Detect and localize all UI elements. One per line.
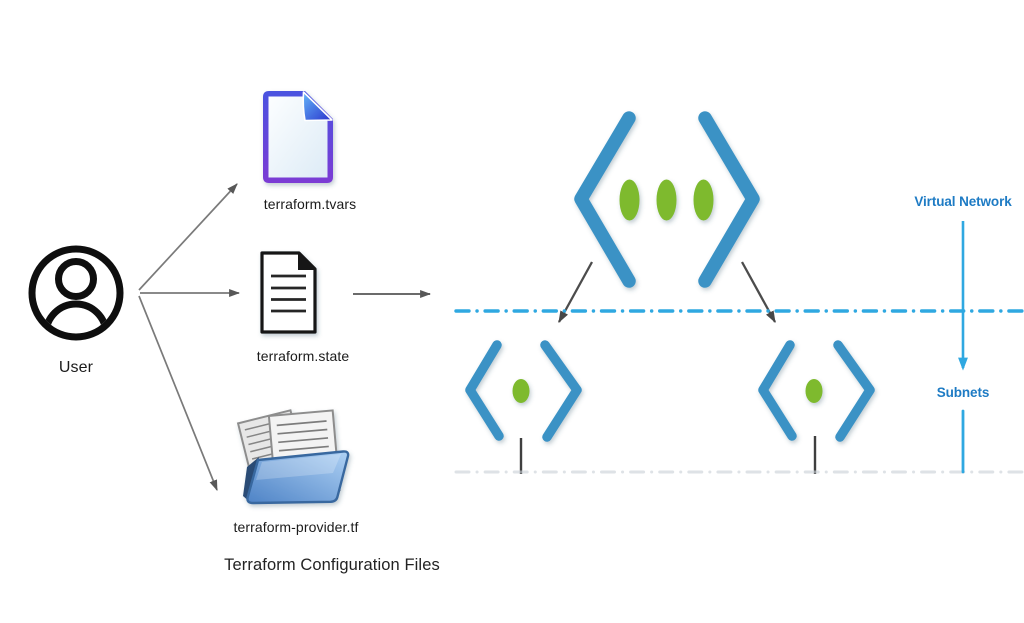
vnet-dot-2 — [656, 179, 677, 221]
subnet-dot — [512, 379, 530, 403]
provider-file-label: terraform-provider.tf — [233, 519, 359, 535]
tvars-file-label: terraform.tvars — [263, 196, 357, 212]
document-text-lines — [271, 274, 306, 313]
provider-folder-icon — [236, 409, 350, 505]
vnet-right-bracket — [698, 111, 760, 288]
user-label: User — [58, 359, 94, 376]
subnet-dot — [805, 379, 823, 403]
virtual-network-label: Virtual Network — [914, 194, 1012, 209]
arrow-user-to-provider — [138, 295, 218, 492]
arrow-vnet-to-subnet-left — [557, 261, 594, 324]
vnet-to-subnet-arrows — [557, 261, 777, 324]
user-outer-circle — [28, 245, 124, 341]
subnet-left-icon — [465, 340, 582, 442]
user-icon — [28, 245, 124, 341]
folder-gloss — [256, 454, 341, 480]
state-file-icon — [260, 251, 317, 334]
state-file-label: terraform.state — [256, 348, 350, 364]
vnet-left-bracket — [574, 111, 636, 288]
vnet-icon — [574, 111, 760, 288]
arrow-user-to-tvars — [138, 183, 238, 291]
subnet-right-icon — [758, 340, 875, 442]
subnet-right-bracket — [833, 340, 875, 442]
subnets-label: Subnets — [936, 385, 990, 400]
subnet-left-bracket — [758, 340, 797, 441]
user-fan-arrows — [138, 183, 241, 492]
arrow-vnet-to-subnet-right — [740, 261, 777, 324]
subnet-right-bracket — [540, 340, 582, 442]
subnet-left-bracket — [465, 340, 504, 441]
user-head — [55, 258, 97, 300]
user-shoulders — [42, 300, 110, 334]
configuration-files-caption: Terraform Configuration Files — [224, 556, 440, 574]
document-fold — [298, 252, 316, 270]
document-fold — [302, 91, 333, 122]
vnet-dot-1 — [619, 179, 640, 221]
vnet-dot-3 — [693, 179, 714, 221]
tvars-file-icon — [263, 91, 333, 183]
